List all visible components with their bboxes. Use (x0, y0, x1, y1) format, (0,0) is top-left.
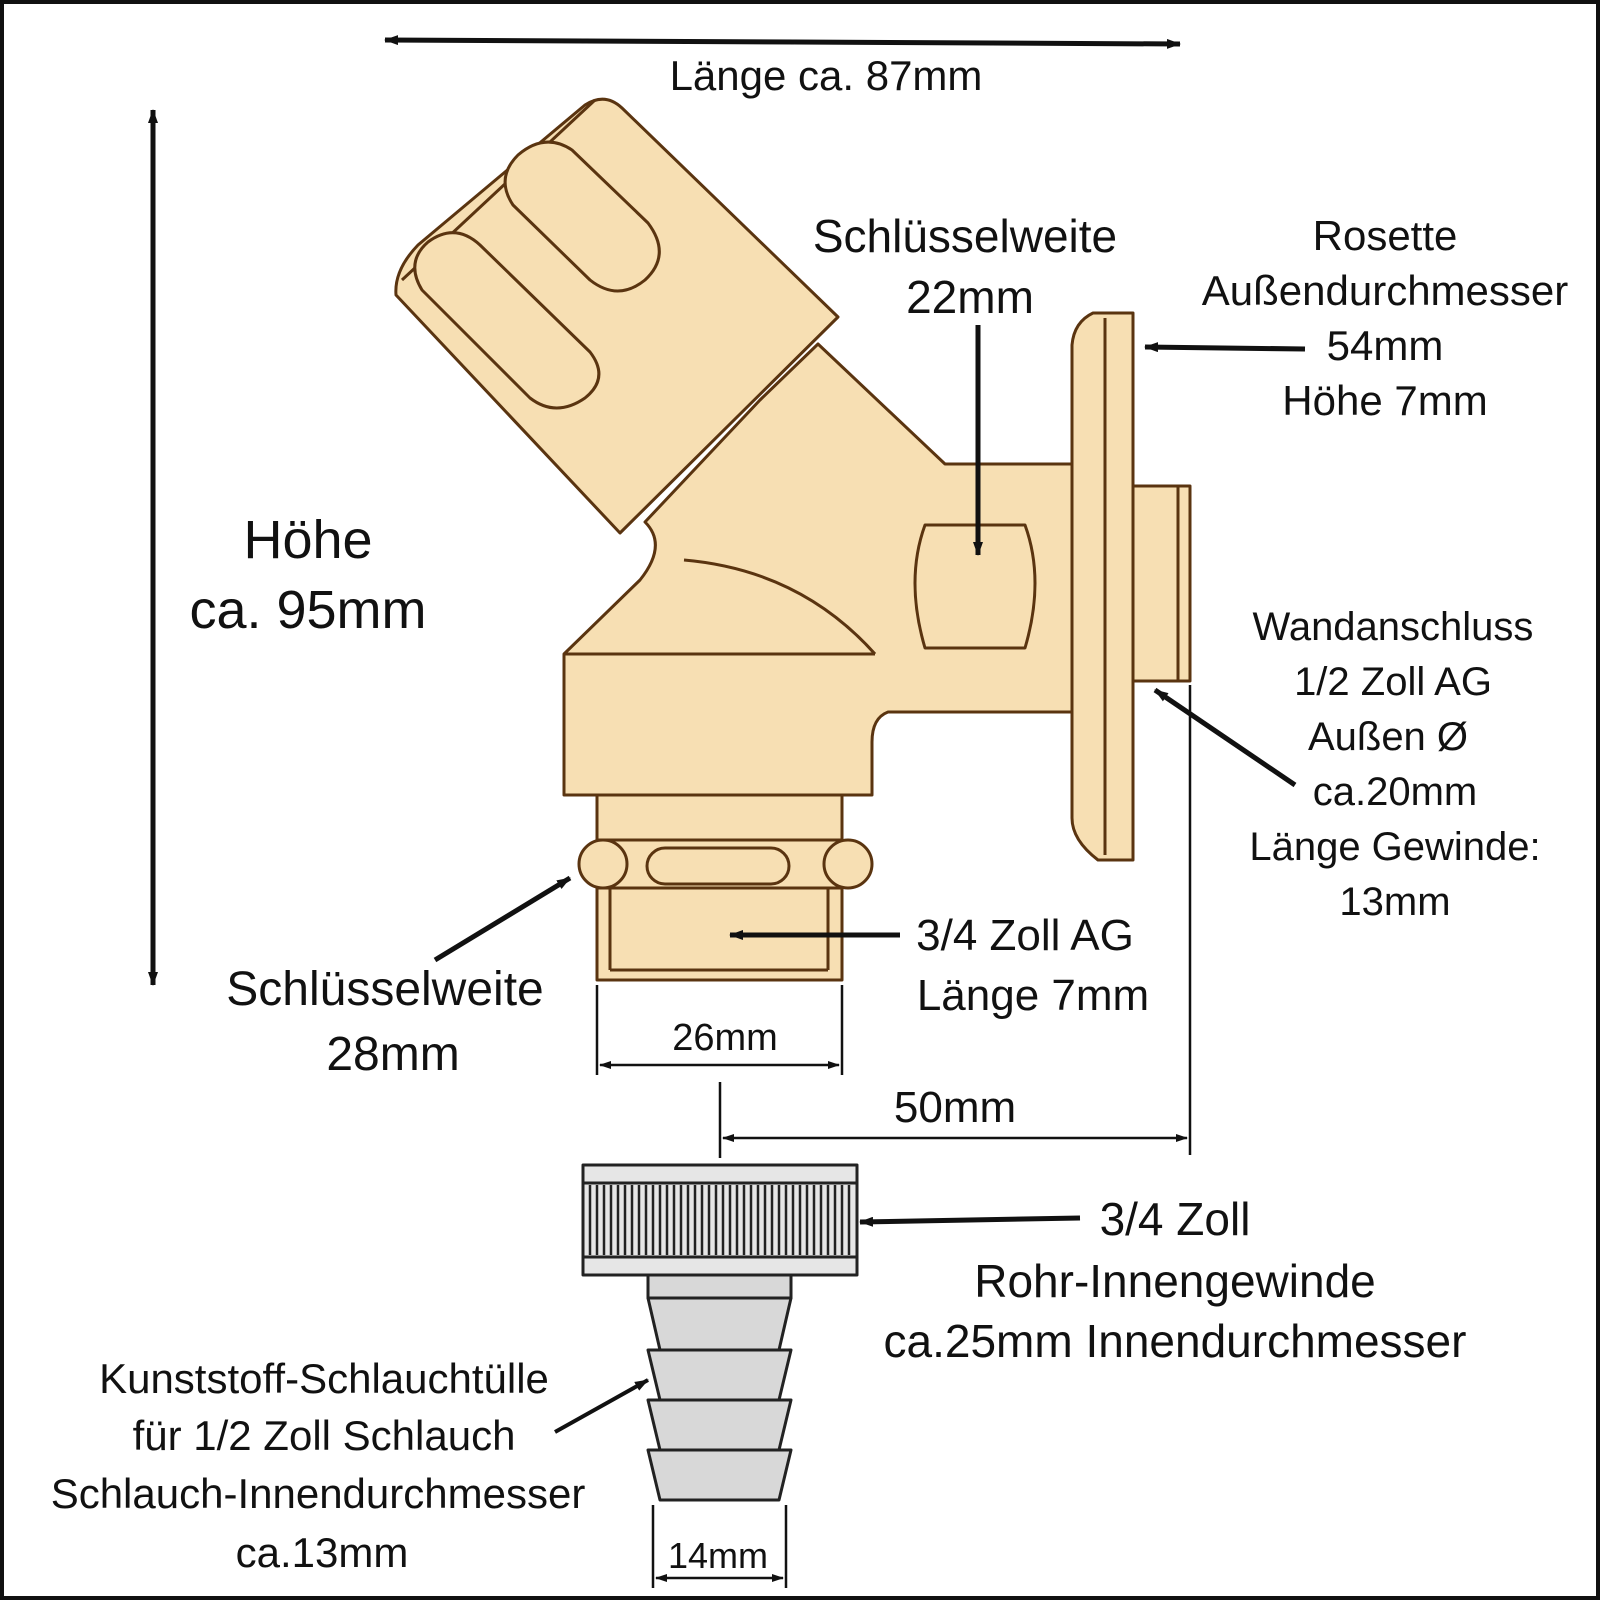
knurl-pattern (588, 1185, 851, 1255)
hose-tail-ring (646, 1296, 793, 1352)
offset-label: 50mm (894, 1083, 1016, 1132)
height-label-line1: Höhe (243, 510, 372, 570)
wall-label-line1: Wandanschluss (1253, 605, 1534, 649)
wall-label-line5: Länge Gewinde: (1249, 825, 1540, 869)
outlet-upper (595, 793, 844, 842)
hex-flat-22 (913, 523, 1037, 650)
wall-label-line3: Außen Ø (1308, 715, 1468, 759)
rosette-label-line1: Rosette (1313, 212, 1458, 259)
valve-body (394, 97, 1192, 982)
tail-label-line3: Schlauch-Innendurchmesser (51, 1470, 586, 1517)
wall-label-line4: ca.20mm (1313, 770, 1478, 814)
total-length-label: Länge ca. 87mm (670, 52, 983, 99)
rosette-label-line4: Höhe 7mm (1282, 377, 1487, 424)
outlet-label-line1: 3/4 Zoll AG (916, 911, 1134, 960)
wall-label-line2: 1/2 Zoll AG (1294, 660, 1492, 704)
outlet-label-line2: Länge 7mm (917, 971, 1149, 1020)
wrench-22-label-line2: 22mm (906, 271, 1034, 323)
tail-width-label: 14mm (668, 1535, 768, 1576)
wrench-22-label-line1: Schlüsselweite (813, 210, 1117, 262)
hose-tail-ring (646, 1348, 793, 1402)
rosette-label-line2: Außendurchmesser (1202, 267, 1569, 314)
handle-groove (413, 231, 601, 410)
annotation-lines (148, 35, 1306, 1434)
nut-label-line3: ca.25mm Innendurchmesser (884, 1315, 1467, 1367)
labels: Länge ca. 87mm Höhe ca. 95mm Schlüsselwe… (51, 52, 1569, 1576)
hose-tail-neck (646, 1273, 793, 1300)
wrench-28-label-line2: 28mm (326, 1028, 459, 1081)
hose-tail-ring (646, 1398, 793, 1452)
rosette-label-line3: 54mm (1327, 322, 1444, 369)
nut-label-line1: 3/4 Zoll (1100, 1193, 1251, 1245)
wall-thread-stub (1131, 484, 1192, 683)
tail-label-line1: Kunststoff-Schlauchtülle (99, 1355, 549, 1402)
rosette-plate (1070, 311, 1135, 862)
extension-lines (595, 685, 1192, 1588)
hose-nut-assembly (581, 1163, 859, 1502)
wrench-28-label-line1: Schlüsselweite (226, 963, 543, 1016)
outlet-width-label: 26mm (672, 1017, 778, 1059)
valve-handle (394, 97, 840, 535)
tail-label-line4: ca.13mm (236, 1529, 409, 1576)
height-label-line2: ca. 95mm (189, 580, 426, 640)
wall-label-line6: 13mm (1339, 880, 1450, 924)
hose-tail-ring (646, 1448, 793, 1502)
nut-label-line2: Rohr-Innengewinde (974, 1255, 1376, 1307)
handle-groove (503, 140, 661, 293)
tail-label-line2: für 1/2 Zoll Schlauch (133, 1412, 516, 1459)
